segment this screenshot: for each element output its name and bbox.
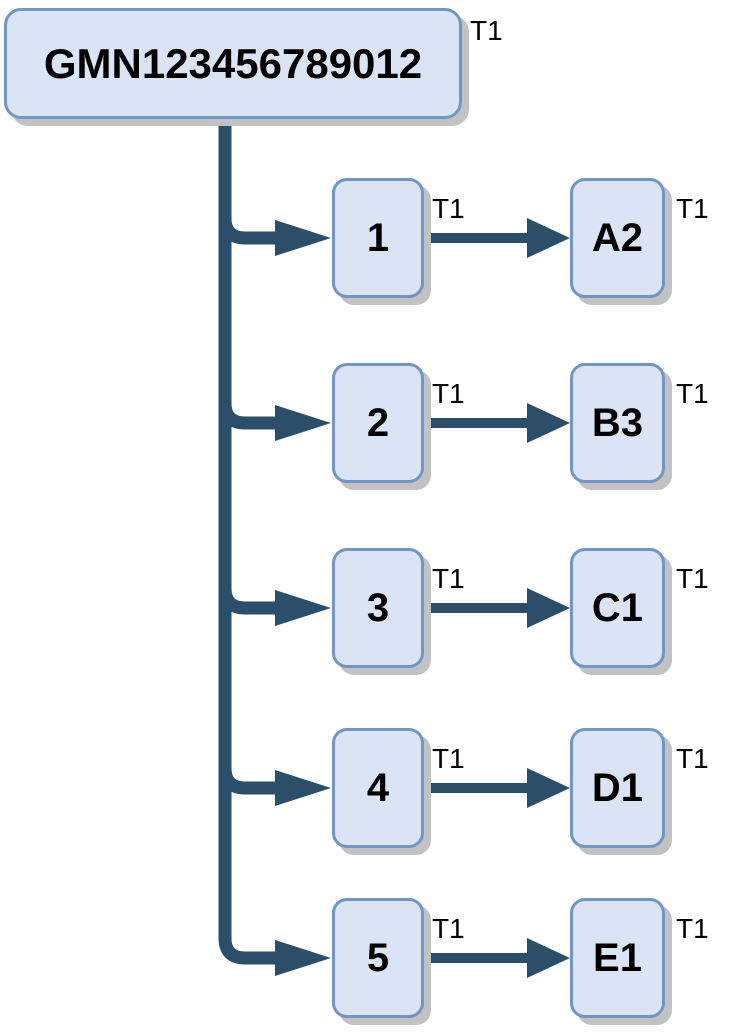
node-middle-1[interactable]: 1 [332, 178, 424, 298]
node-middle-2[interactable]: 2 [332, 363, 424, 483]
node-leaf-4-label: D1 [591, 766, 644, 810]
node-leaf-1[interactable]: A2 [570, 178, 665, 298]
node-leaf-4-tag: T1 [676, 743, 709, 774]
branch-arrowhead-5 [275, 940, 331, 976]
branch-arrowhead-3 [275, 590, 331, 626]
node-root-label: GMN123456789012 [43, 39, 423, 87]
node-leaf-3[interactable]: C1 [570, 548, 665, 668]
edge-tag-branch-3: T1 [432, 563, 465, 594]
branch-line-3 [218, 587, 275, 615]
branch-arrowhead-4 [275, 770, 331, 806]
trunk-line [218, 116, 275, 965]
node-leaf-3-label: C1 [591, 586, 644, 630]
node-root-tag: T1 [470, 15, 503, 46]
branch-line-1 [218, 217, 275, 245]
node-middle-1-label: 1 [366, 216, 390, 260]
node-middle-2-label: 2 [366, 401, 390, 445]
node-root[interactable]: GMN123456789012 [4, 8, 462, 119]
node-leaf-5-label: E1 [593, 936, 642, 980]
node-leaf-2-tag: T1 [676, 378, 709, 409]
node-leaf-2[interactable]: B3 [570, 363, 665, 483]
node-leaf-2-label: B3 [591, 401, 644, 445]
node-leaf-5-tag: T1 [676, 913, 709, 944]
edge-tag-branch-2: T1 [432, 378, 465, 409]
branch-line-2 [218, 402, 275, 430]
branch-line-4 [218, 767, 275, 795]
node-leaf-1-tag: T1 [676, 193, 709, 224]
edge-tag-branch-1: T1 [432, 193, 465, 224]
node-leaf-4[interactable]: D1 [570, 728, 665, 848]
node-middle-3-label: 3 [366, 586, 390, 630]
node-middle-5-label: 5 [366, 936, 390, 980]
edge-tag-branch-4: T1 [432, 743, 465, 774]
link-arrowhead-5 [527, 938, 570, 978]
node-middle-4[interactable]: 4 [332, 728, 424, 848]
node-middle-4-label: 4 [366, 766, 390, 810]
link-arrowhead-4 [527, 768, 570, 808]
edge-tag-branch-5: T1 [432, 913, 465, 944]
node-middle-3[interactable]: 3 [332, 548, 424, 668]
link-arrowhead-3 [527, 588, 570, 628]
node-middle-5[interactable]: 5 [332, 898, 424, 1018]
link-arrowhead-1 [527, 218, 570, 258]
node-leaf-5[interactable]: E1 [570, 898, 665, 1018]
branch-arrowhead-2 [275, 405, 331, 441]
node-leaf-1-label: A2 [591, 216, 644, 260]
node-leaf-3-tag: T1 [676, 563, 709, 594]
link-arrowhead-2 [527, 403, 570, 443]
branch-arrowhead-1 [275, 220, 331, 256]
